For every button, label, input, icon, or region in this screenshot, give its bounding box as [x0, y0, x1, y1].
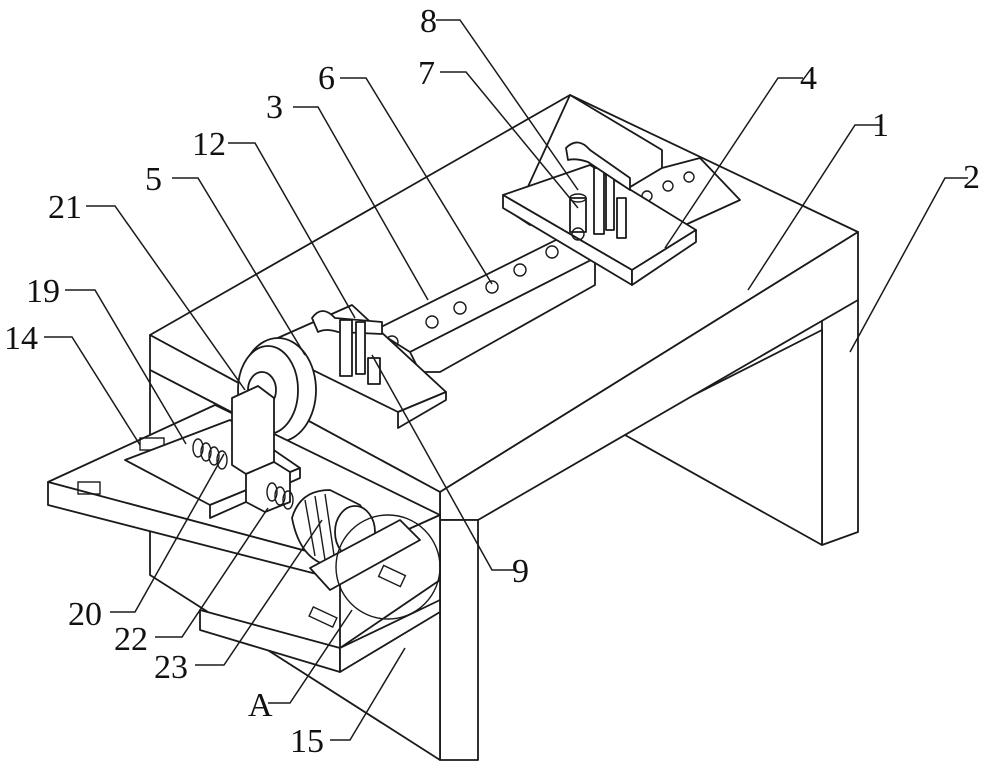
label-8: 8	[420, 3, 437, 40]
label-23: 23	[154, 649, 188, 686]
rear-right-leg	[821, 299, 859, 546]
part-labels: 1 2 3 4 5 6 7 8 9 12 14 15 19 20 21 22 2…	[4, 3, 980, 760]
label-4: 4	[800, 60, 817, 97]
label-19: 19	[26, 273, 60, 310]
left-plate	[261, 304, 447, 429]
label-20: 20	[68, 596, 102, 633]
lead-screw	[266, 482, 294, 510]
right-plate	[502, 141, 697, 286]
label-2: 2	[963, 159, 980, 196]
label-21: 21	[48, 189, 82, 226]
label-7: 7	[418, 55, 435, 92]
label-1: 1	[872, 107, 889, 144]
label-15: 15	[290, 723, 324, 760]
label-14: 14	[4, 320, 38, 357]
motor-23	[291, 489, 421, 591]
worm-screw	[192, 438, 228, 470]
label-3: 3	[266, 89, 283, 126]
label-5: 5	[145, 161, 162, 198]
label-22: 22	[114, 621, 148, 658]
label-6: 6	[318, 60, 335, 97]
post-21	[231, 385, 275, 475]
leader-lines	[44, 19, 968, 741]
label-a: A	[248, 687, 273, 724]
detail-a	[308, 514, 441, 628]
label-9: 9	[512, 553, 529, 590]
label-12: 12	[192, 126, 226, 163]
front-left-leg	[439, 519, 479, 761]
sliding-carriage	[124, 385, 301, 519]
